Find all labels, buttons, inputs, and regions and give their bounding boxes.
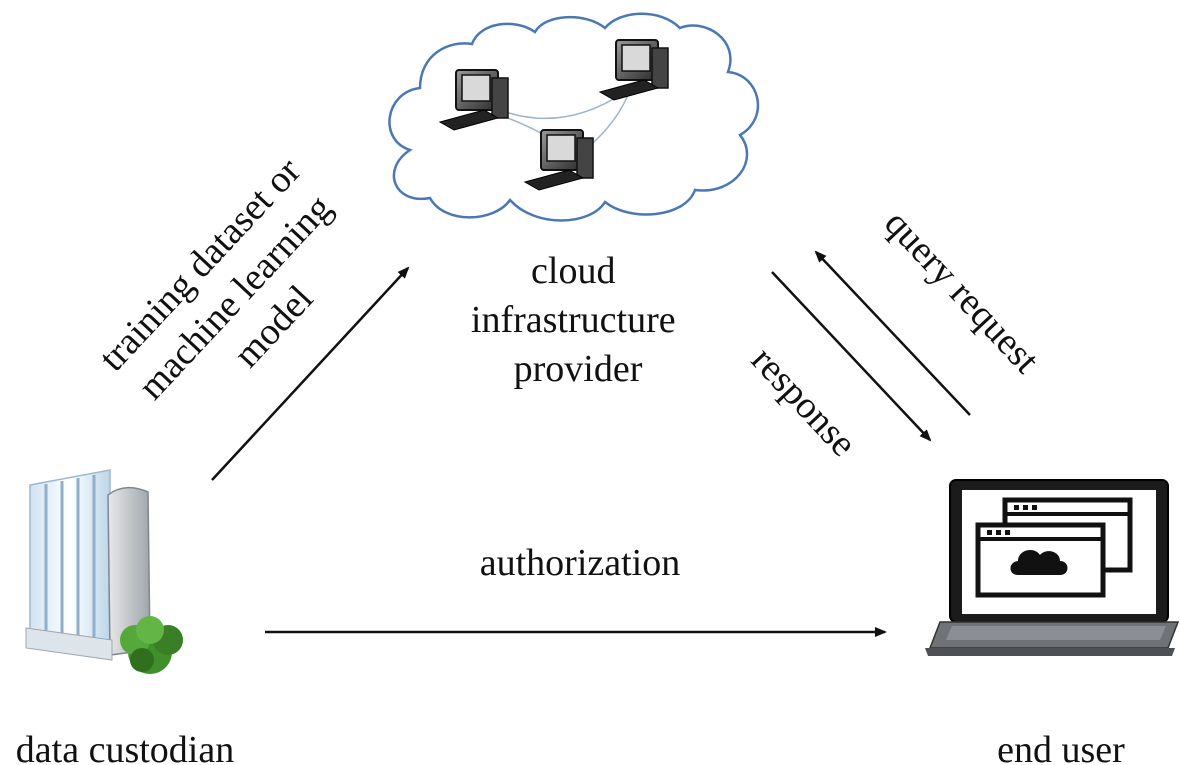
response-label: response: [743, 339, 864, 465]
cloud-with-computers-icon: [388, 12, 760, 222]
cloud-label-line: infrastructure: [471, 299, 676, 341]
response-arrow: [771, 271, 932, 442]
query-label: query request: [876, 202, 1047, 381]
authorization-label: authorization: [480, 542, 680, 584]
upload-arrow: [211, 266, 410, 481]
cloud-outline: [388, 12, 760, 222]
cloud-node: cloud infrastructure provider: [388, 12, 760, 390]
cloud-label-line: provider: [514, 348, 643, 390]
cloud-label: cloud infrastructure provider: [471, 250, 685, 390]
computer-icon: [598, 39, 669, 101]
end-user-label: end user: [997, 729, 1125, 765]
computer-icon: [523, 129, 594, 191]
custodian-node: data custodian: [16, 469, 234, 765]
query-arrow: [814, 250, 971, 416]
custodian-label: data custodian: [16, 729, 234, 765]
computer-icon: [438, 69, 509, 131]
cloud-label-line: cloud: [531, 250, 615, 292]
end-user-node: end user: [925, 479, 1180, 765]
query-edge: query request: [814, 202, 1048, 416]
authorization-edge: authorization: [265, 542, 887, 637]
network-link: [494, 91, 626, 120]
upload-edge: training dataset or machine learning mod…: [91, 143, 410, 481]
response-edge: response: [743, 271, 932, 465]
upload-label: training dataset or machine learning mod…: [91, 143, 386, 445]
server-building-icon: [25, 469, 183, 674]
laptop-icon: [925, 479, 1180, 656]
